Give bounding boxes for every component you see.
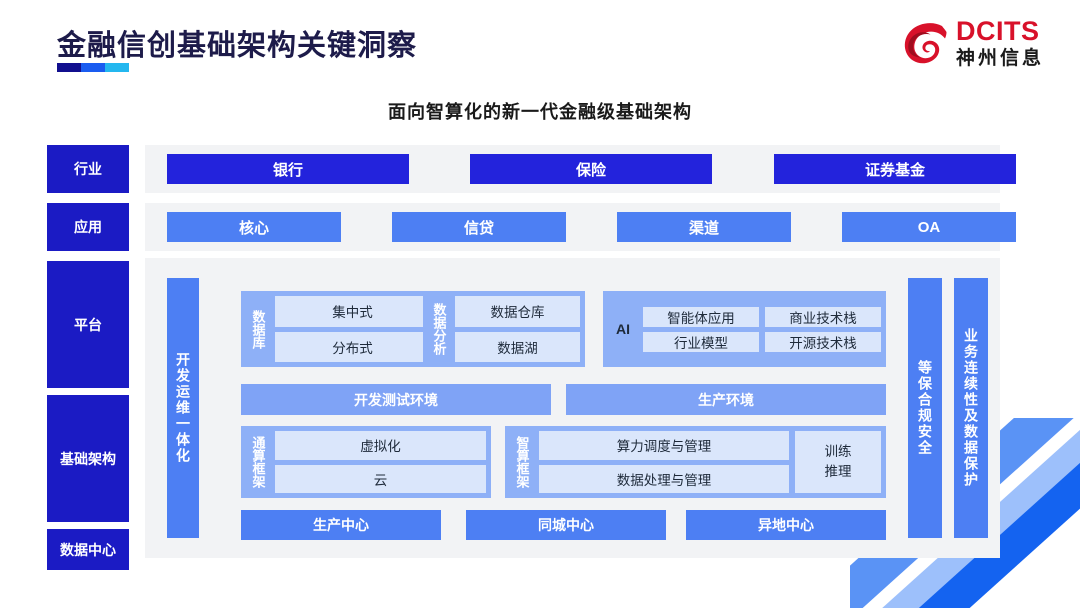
logo-cn-text: 神州信息 <box>955 48 1044 69</box>
application-core[interactable]: 核心 <box>167 212 341 242</box>
general-compute-group[interactable]: 通算框架 虚拟化 云 <box>241 426 491 498</box>
industry-insurance[interactable]: 保险 <box>470 154 712 184</box>
analytics-group-label: 数据分析 <box>431 303 447 355</box>
intelligent-compute-group[interactable]: 智算框架 算力调度与管理 数据处理与管理 训练 推理 <box>505 426 886 498</box>
ai-commercial-stack[interactable]: 商业技术栈 <box>765 306 881 327</box>
analytics-lake[interactable]: 数据湖 <box>455 331 580 362</box>
platform-panel: 开发运维一体化 等保合规安全 业务连续性及数据保护 数据库 集中式 分布式 数据… <box>145 258 1000 558</box>
industry-securities-fund[interactable]: 证券基金 <box>774 154 1016 184</box>
dc-same-city-center[interactable]: 同城中心 <box>466 510 666 540</box>
title-rule <box>57 63 129 72</box>
train-inference-box[interactable]: 训练 推理 <box>795 431 881 493</box>
data-processing[interactable]: 数据处理与管理 <box>539 464 789 493</box>
application-channel[interactable]: 渠道 <box>617 212 791 242</box>
ai-agent-app[interactable]: 智能体应用 <box>643 306 759 327</box>
dcits-logo: DCITS 神州信息 <box>897 18 1044 68</box>
sidebar-item-application[interactable]: 应用 <box>47 203 129 251</box>
dcits-swirl-icon <box>904 23 947 64</box>
intelligent-compute-label: 智算框架 <box>514 436 530 488</box>
title-rule-seg-2 <box>81 63 105 72</box>
application-oa[interactable]: OA <box>842 212 1016 242</box>
env-production[interactable]: 生产环境 <box>566 384 886 415</box>
application-row: 核心 信贷 渠道 OA <box>145 203 1016 251</box>
logo-en-text: DCITS <box>955 16 1040 46</box>
database-group[interactable]: 数据库 集中式 分布式 <box>241 291 435 367</box>
devops-bar[interactable]: 开发运维一体化 <box>167 278 199 538</box>
sidebar-item-platform[interactable]: 平台 <box>47 261 129 388</box>
ai-group[interactable]: AI 智能体应用 行业模型 商业技术栈 开源技术栈 <box>603 291 886 367</box>
industry-bank[interactable]: 银行 <box>167 154 409 184</box>
sidebar-item-datacenter[interactable]: 数据中心 <box>47 529 129 570</box>
analytics-warehouse[interactable]: 数据仓库 <box>455 296 580 327</box>
database-group-label: 数据库 <box>250 309 266 349</box>
env-dev-test[interactable]: 开发测试环境 <box>241 384 551 415</box>
database-distributed[interactable]: 分布式 <box>275 331 430 362</box>
security-compliance-bar[interactable]: 等保合规安全 <box>908 278 942 538</box>
page-title: 金融信创基础架构关键洞察 <box>57 30 418 62</box>
database-centralized[interactable]: 集中式 <box>275 296 430 327</box>
sidebar-item-infrastructure[interactable]: 基础架构 <box>47 395 129 522</box>
business-continuity-label: 业务连续性及数据保护 <box>963 328 979 488</box>
compute-scheduling[interactable]: 算力调度与管理 <box>539 431 789 460</box>
ai-group-label: AI <box>616 321 630 337</box>
general-compute-label: 通算框架 <box>250 436 266 488</box>
dc-production-center[interactable]: 生产中心 <box>241 510 441 540</box>
title-rule-seg-3 <box>105 63 129 72</box>
security-compliance-label: 等保合规安全 <box>917 360 933 456</box>
ai-opensource-stack[interactable]: 开源技术栈 <box>765 331 881 352</box>
industry-row: 银行 保险 证券基金 <box>145 145 1016 193</box>
general-compute-virtualization[interactable]: 虚拟化 <box>275 431 486 460</box>
page-subtitle: 面向智算化的新一代金融级基础架构 <box>388 102 692 122</box>
train-label: 训练 <box>824 444 852 460</box>
dc-remote-center[interactable]: 异地中心 <box>686 510 886 540</box>
inference-label: 推理 <box>824 464 852 479</box>
ai-industry-model[interactable]: 行业模型 <box>643 331 759 352</box>
devops-bar-label: 开发运维一体化 <box>175 352 191 464</box>
sidebar-item-industry[interactable]: 行业 <box>47 145 129 193</box>
application-credit[interactable]: 信贷 <box>392 212 566 242</box>
business-continuity-bar[interactable]: 业务连续性及数据保护 <box>954 278 988 538</box>
general-compute-cloud[interactable]: 云 <box>275 464 486 493</box>
title-rule-seg-1 <box>57 63 81 72</box>
analytics-group[interactable]: 数据分析 数据仓库 数据湖 <box>423 291 585 367</box>
